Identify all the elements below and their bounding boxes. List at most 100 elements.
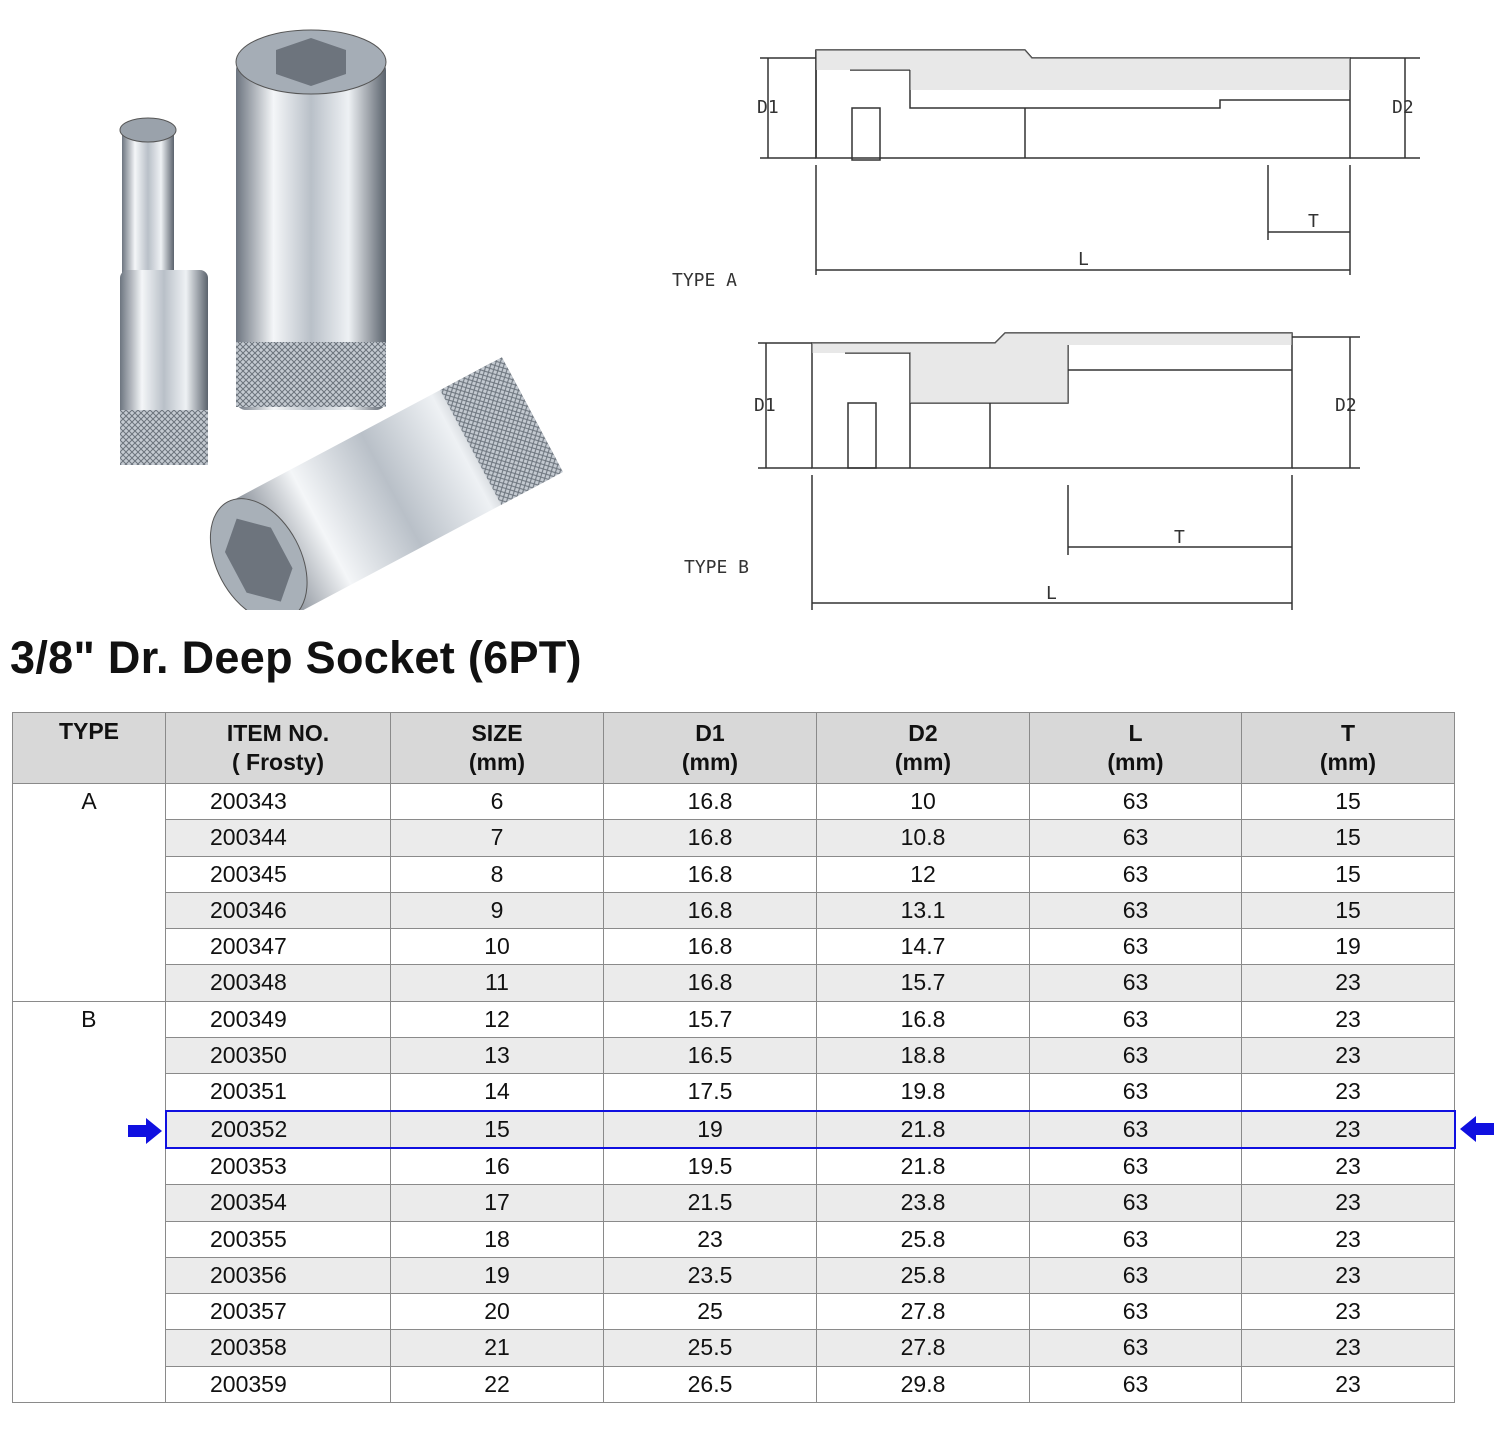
size-cell: 8	[390, 855, 604, 893]
item-no-cell: 200344	[165, 819, 391, 857]
size-cell: 22	[390, 1365, 604, 1404]
column-header: TYPE	[12, 712, 166, 784]
t-label: T	[1174, 527, 1185, 548]
size-cell: 9	[390, 891, 604, 930]
d1-cell: 23.5	[603, 1256, 817, 1295]
d2-cell: 16.8	[816, 1000, 1030, 1039]
header-line1: T	[1340, 720, 1356, 746]
size-cell: 11	[390, 964, 604, 1002]
header-line2: (mm)	[468, 749, 526, 775]
t-cell: 23	[1241, 1109, 1456, 1149]
l-cell: 63	[1029, 1109, 1242, 1149]
left-arrow-icon	[1460, 1116, 1494, 1142]
header-line2: (mm)	[1319, 749, 1377, 775]
d1-cell: 16.8	[603, 964, 817, 1002]
size-cell: 19	[390, 1256, 604, 1295]
t-cell: 23	[1241, 964, 1455, 1002]
l-cell: 63	[1029, 819, 1242, 857]
t-cell: 15	[1241, 891, 1455, 930]
size-cell: 21	[390, 1329, 604, 1367]
d2-cell: 27.8	[816, 1293, 1030, 1331]
t-cell: 15	[1241, 819, 1455, 857]
d1-cell: 19	[603, 1109, 817, 1149]
d1-cell: 16.8	[603, 819, 817, 857]
column-header: D2(mm)	[816, 712, 1030, 784]
t-cell: 23	[1241, 1073, 1455, 1112]
l-label: L	[1078, 249, 1089, 270]
item-no-cell: 200347	[165, 928, 391, 966]
d2-cell: 10.8	[816, 819, 1030, 857]
item-no-cell: 200353	[165, 1147, 391, 1186]
d2-cell: 14.7	[816, 928, 1030, 966]
d2-label: D2	[1335, 395, 1357, 416]
d2-cell: 15.7	[816, 964, 1030, 1002]
product-photo	[119, 29, 563, 610]
item-no-cell: 200348	[165, 964, 391, 1002]
d1-cell: 25.5	[603, 1329, 817, 1367]
type-a-label: TYPE A	[672, 270, 737, 290]
type-cell: B	[12, 1000, 166, 1404]
l-cell: 63	[1029, 1000, 1242, 1039]
size-cell: 18	[390, 1220, 604, 1258]
t-cell: 23	[1241, 1000, 1455, 1039]
item-no-cell: 200357	[165, 1293, 391, 1331]
type-cell: A	[12, 783, 166, 1002]
d1-cell: 17.5	[603, 1073, 817, 1112]
size-cell: 14	[390, 1073, 604, 1112]
medium-socket	[235, 29, 387, 410]
t-label: T	[1308, 211, 1319, 232]
page-title: 3/8" Dr. Deep Socket (6PT)	[10, 632, 582, 683]
right-arrow-icon	[128, 1118, 162, 1144]
size-cell: 20	[390, 1293, 604, 1331]
l-cell: 63	[1029, 1256, 1242, 1295]
column-header: L(mm)	[1029, 712, 1242, 784]
size-cell: 15	[390, 1109, 604, 1149]
d2-cell: 19.8	[816, 1073, 1030, 1112]
t-cell: 23	[1241, 1256, 1455, 1295]
l-cell: 63	[1029, 891, 1242, 930]
t-cell: 15	[1241, 782, 1455, 821]
l-cell: 63	[1029, 855, 1242, 893]
l-cell: 63	[1029, 1037, 1242, 1075]
lying-socket	[209, 357, 563, 610]
t-cell: 23	[1241, 1037, 1455, 1075]
t-cell: 15	[1241, 855, 1455, 893]
item-no-cell: 200358	[165, 1329, 391, 1367]
size-cell: 10	[390, 928, 604, 966]
item-no-cell: 200349	[165, 1000, 391, 1039]
header-line1: SIZE	[471, 720, 523, 746]
l-cell: 63	[1029, 1329, 1242, 1367]
t-cell: 19	[1241, 928, 1455, 966]
l-cell: 63	[1029, 1147, 1242, 1186]
d2-cell: 27.8	[816, 1329, 1030, 1367]
d2-cell: 23.8	[816, 1184, 1030, 1222]
l-cell: 63	[1029, 1220, 1242, 1258]
size-cell: 13	[390, 1037, 604, 1075]
t-cell: 23	[1241, 1293, 1455, 1331]
header-line2: (mm)	[894, 749, 952, 775]
item-no-cell: 200343	[165, 782, 391, 821]
header-line1: TYPE	[58, 718, 120, 744]
item-no-cell: 200346	[165, 891, 391, 930]
size-cell: 6	[390, 782, 604, 821]
size-cell: 12	[390, 1000, 604, 1039]
item-no-cell: 200359	[165, 1365, 391, 1404]
d1-cell: 16.8	[603, 891, 817, 930]
t-cell: 23	[1241, 1147, 1455, 1186]
d1-cell: 16.8	[603, 782, 817, 821]
t-cell: 23	[1241, 1365, 1455, 1404]
d2-cell: 21.8	[816, 1147, 1030, 1186]
